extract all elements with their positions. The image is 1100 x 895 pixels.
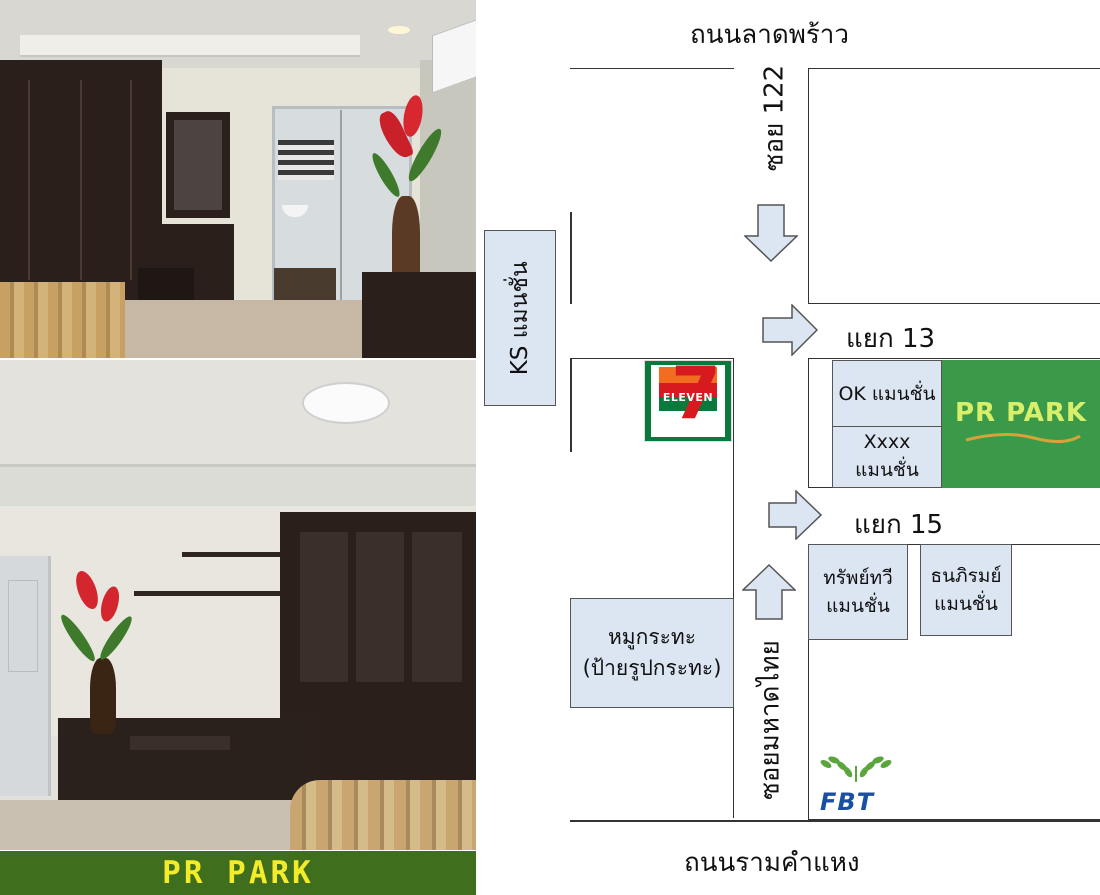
thanapirom-mansion-box: ธนภิรมย์ แมนชั่น <box>920 544 1012 636</box>
block-top-left-edge <box>570 68 734 304</box>
road-name-soi-122: ซอย 122 <box>759 64 790 172</box>
caption-bar: PR PARK <box>0 851 476 895</box>
wall-segment <box>570 358 572 452</box>
road-name-top: ถนนลาดพร้าว <box>690 20 850 50</box>
sap-thawee-label-line1: ทรัพย์ทวี <box>823 566 893 589</box>
arrow-up-icon <box>742 564 796 620</box>
road-name-soi-mahadthai: ซอยมหาดไทย <box>755 640 786 800</box>
block-top-right <box>808 68 1100 304</box>
sap-thawee-label-line2: แมนชั่น <box>826 595 890 617</box>
fbt-logo-text: FBT <box>820 788 875 816</box>
ks-mansion-box: KS แมนชั่น <box>484 230 556 406</box>
arrow-down-icon <box>744 204 798 262</box>
arrow-right-icon <box>768 490 822 540</box>
caption-title: PR PARK <box>162 855 314 891</box>
road-name-bottom: ถนนรามคำแหง <box>684 848 860 878</box>
junction-13-label: แยก 13 <box>846 324 936 354</box>
sap-thawee-mansion-box: ทรัพย์ทวี แมนชั่น <box>808 544 908 640</box>
bottom-road-edge <box>570 820 1100 822</box>
room-photo-top <box>0 0 476 358</box>
ks-mansion-label: KS แมนชั่น <box>506 260 533 376</box>
seven-word: ELEVEN <box>662 391 714 404</box>
ok-mansion-box: OK แมนชั่น <box>832 360 942 428</box>
wall-segment <box>570 212 572 304</box>
xxxx-mansion-box: Xxxx แมนชั่น <box>832 426 942 488</box>
thanapirom-label-line2: แมนชั่น <box>934 593 998 615</box>
pr-park-logo-text: PR PARK <box>954 398 1088 428</box>
seven-eleven-logo-icon: 7 ELEVEN <box>644 351 732 442</box>
laurel-icon <box>820 756 892 782</box>
swoosh-icon <box>965 432 1081 443</box>
junction-15-label: แยก 15 <box>854 510 944 540</box>
xxxx-mansion-label-line2: แมนชั่น <box>855 459 919 481</box>
seven-digit: 7 <box>671 351 722 435</box>
moo-kratha-box: หมูกระทะ (ป้ายรูปกระทะ) <box>570 598 734 708</box>
room-photo-bottom <box>0 360 476 850</box>
pr-park-block: PR PARK <box>942 360 1100 488</box>
fbt-logo-icon: FBT <box>814 752 898 818</box>
moo-kratha-label-line2: (ป้ายรูปกระทะ) <box>582 656 722 680</box>
moo-kratha-label-line1: หมูกระทะ <box>607 624 697 649</box>
xxxx-mansion-label-line1: Xxxx <box>863 431 911 454</box>
arrow-right-icon <box>762 304 818 356</box>
ok-mansion-label: OK แมนชั่น <box>838 382 936 405</box>
location-map: ถนนลาดพร้าว ถนนรามคำแหง ซอย 122 ซอยมหาดไ… <box>478 0 1100 895</box>
thanapirom-label-line1: ธนภิรมย์ <box>930 564 1002 587</box>
